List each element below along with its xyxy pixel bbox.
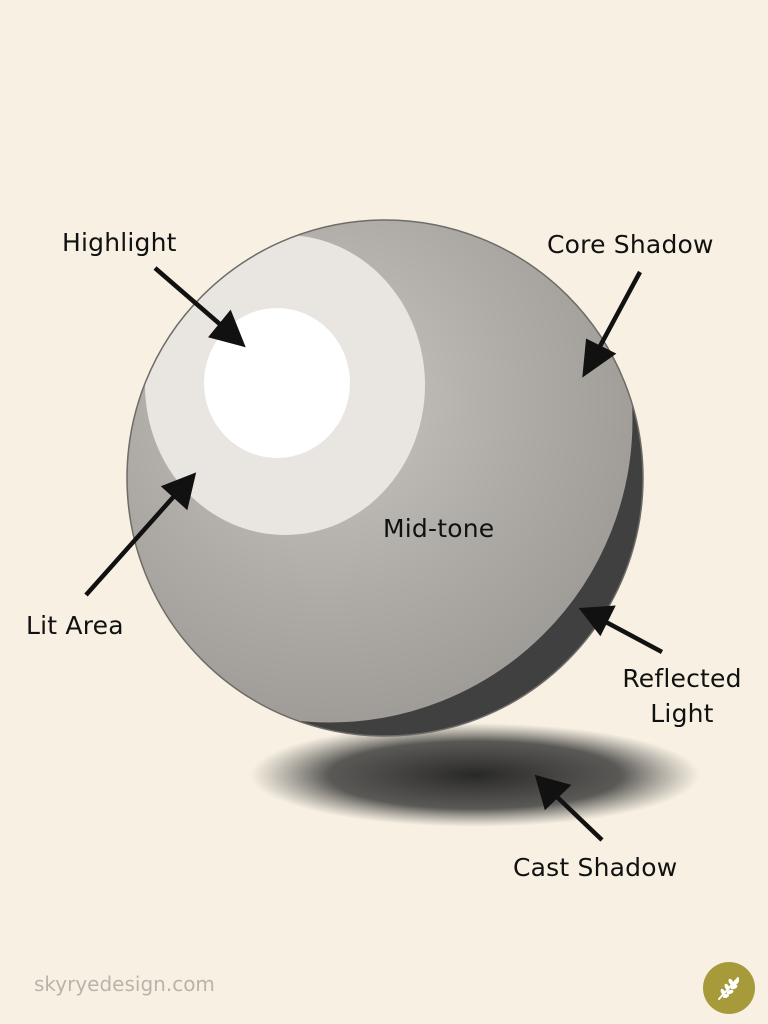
label-mid-tone: Mid-tone (383, 514, 495, 543)
watermark: skyryedesign.com (34, 972, 215, 996)
label-core-shadow: Core Shadow (547, 230, 714, 259)
cast-shadow-shape (250, 723, 700, 827)
wheat-icon (718, 977, 740, 1000)
label-reflected-light-line2: Light (650, 699, 714, 728)
label-lit-area: Lit Area (26, 611, 124, 640)
label-highlight: Highlight (62, 228, 177, 257)
label-reflected-light-line1: Reflected (622, 664, 742, 693)
brand-logo (703, 962, 755, 1014)
label-reflected-light: Reflected Light (612, 664, 752, 728)
annotation-arrows (84, 266, 664, 842)
label-cast-shadow: Cast Shadow (513, 853, 678, 882)
